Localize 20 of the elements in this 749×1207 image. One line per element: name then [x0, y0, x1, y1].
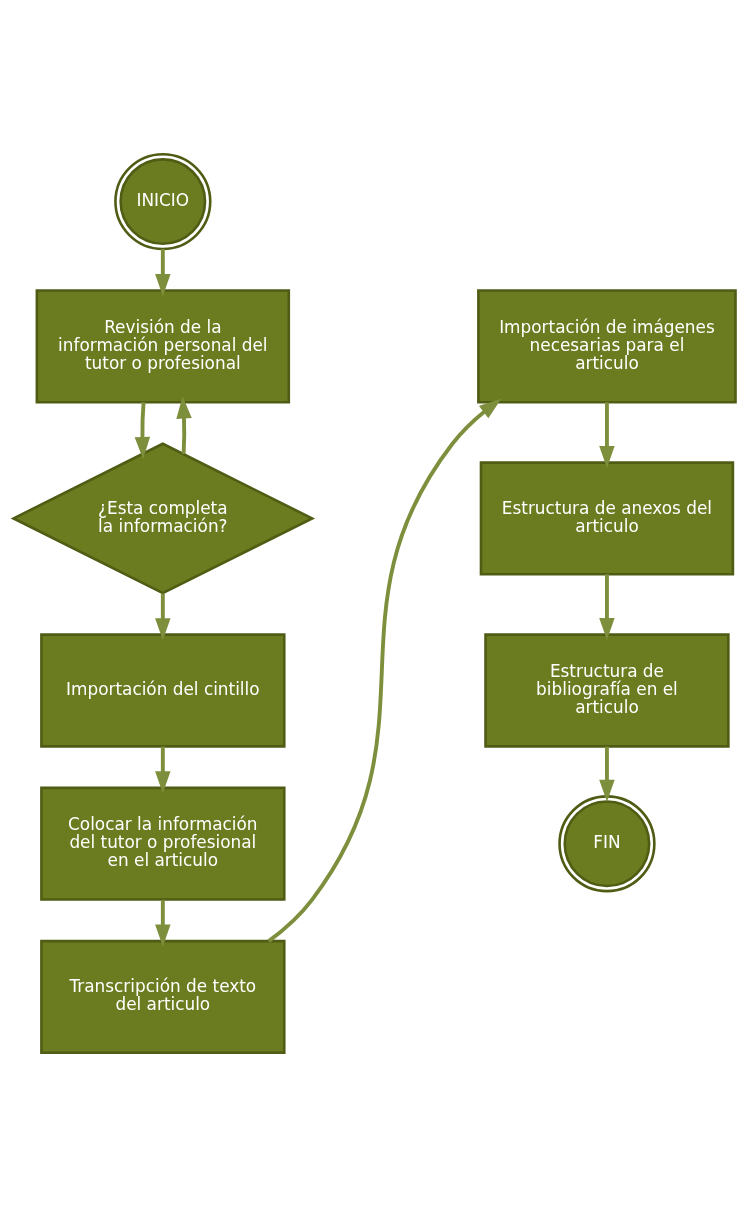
node-circle: FIN [558, 795, 656, 893]
arrow [155, 249, 171, 297]
node-box: Estructura de anexos del articulo [479, 461, 735, 576]
arrow [134, 402, 151, 460]
arrow [155, 593, 171, 641]
arrow [155, 899, 171, 947]
node-box: Importación del cintillo [40, 633, 286, 748]
node-box: Importación de imágenes necesarias para el articulo [477, 289, 737, 404]
node-box: Transcripción de texto del articulo [40, 939, 286, 1055]
arrow [599, 746, 615, 802]
node-box: Colocar la información del tutor o profesional en el articulo [40, 786, 286, 901]
arrow [599, 574, 615, 641]
arrow [176, 396, 192, 454]
arrow [155, 746, 171, 794]
node-box: Revisión de la información personal del tutor o profesional [35, 289, 291, 404]
arrow [267, 398, 502, 943]
node-box: Estructura de bibliografía en el articulo [484, 633, 730, 748]
node-circle: INICIO [114, 152, 212, 251]
node-diamond: ¿Esta completa la información? [10, 442, 316, 595]
arrow [599, 402, 615, 468]
